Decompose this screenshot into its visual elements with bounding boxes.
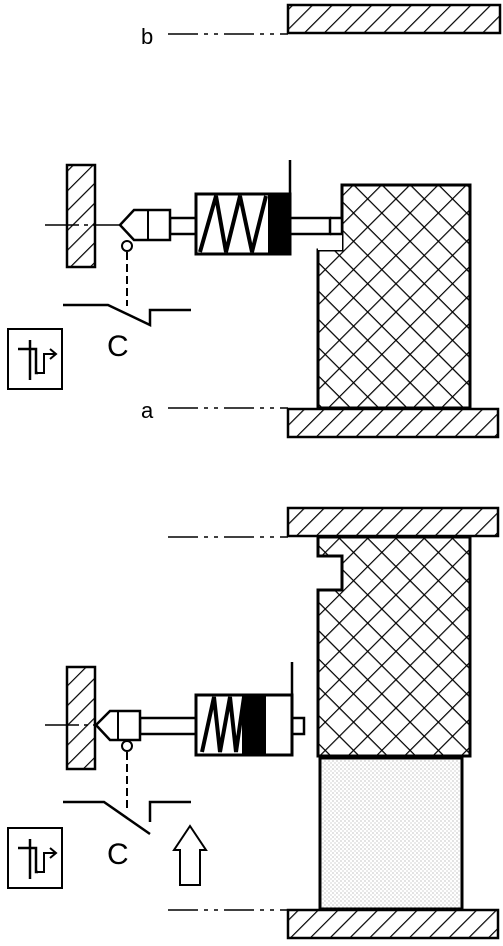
spring-piston-bottom xyxy=(242,696,266,754)
contact-c-top: C xyxy=(63,303,191,363)
level-b-marker: b xyxy=(141,24,288,49)
limit-switch-top xyxy=(118,160,472,410)
position-switch-symbol-icon xyxy=(7,827,63,889)
level-a-marker: a xyxy=(141,398,288,423)
left-wall-bottom xyxy=(65,665,97,771)
roller-pivot-top xyxy=(121,240,133,252)
plunger-tip-top xyxy=(118,208,172,242)
left-wall-top xyxy=(65,163,97,269)
upper-stop-plate-bottom xyxy=(286,506,500,538)
lower-stop-plate-a xyxy=(286,407,500,439)
level-a-label: a xyxy=(141,398,154,423)
contact-c-bottom: C xyxy=(63,800,191,871)
spring-top xyxy=(198,195,268,253)
roller-pivot-bottom xyxy=(121,740,133,752)
contact-c-bottom-label: C xyxy=(107,838,129,871)
upper-stop-plate-b xyxy=(286,3,502,35)
moving-load-block-bottom xyxy=(316,535,472,758)
lower-stop-plate-bottom xyxy=(286,908,500,940)
contact-c-top-label: C xyxy=(107,330,129,363)
spring-piston-top xyxy=(268,195,290,253)
limit-switch-bottom xyxy=(94,662,306,812)
position-switch-symbol-icon xyxy=(7,328,63,390)
level-b-label: b xyxy=(141,24,153,49)
spring-bottom xyxy=(200,696,246,753)
upward-motion-arrow-icon xyxy=(172,824,208,886)
arriving-load-block xyxy=(318,756,464,911)
